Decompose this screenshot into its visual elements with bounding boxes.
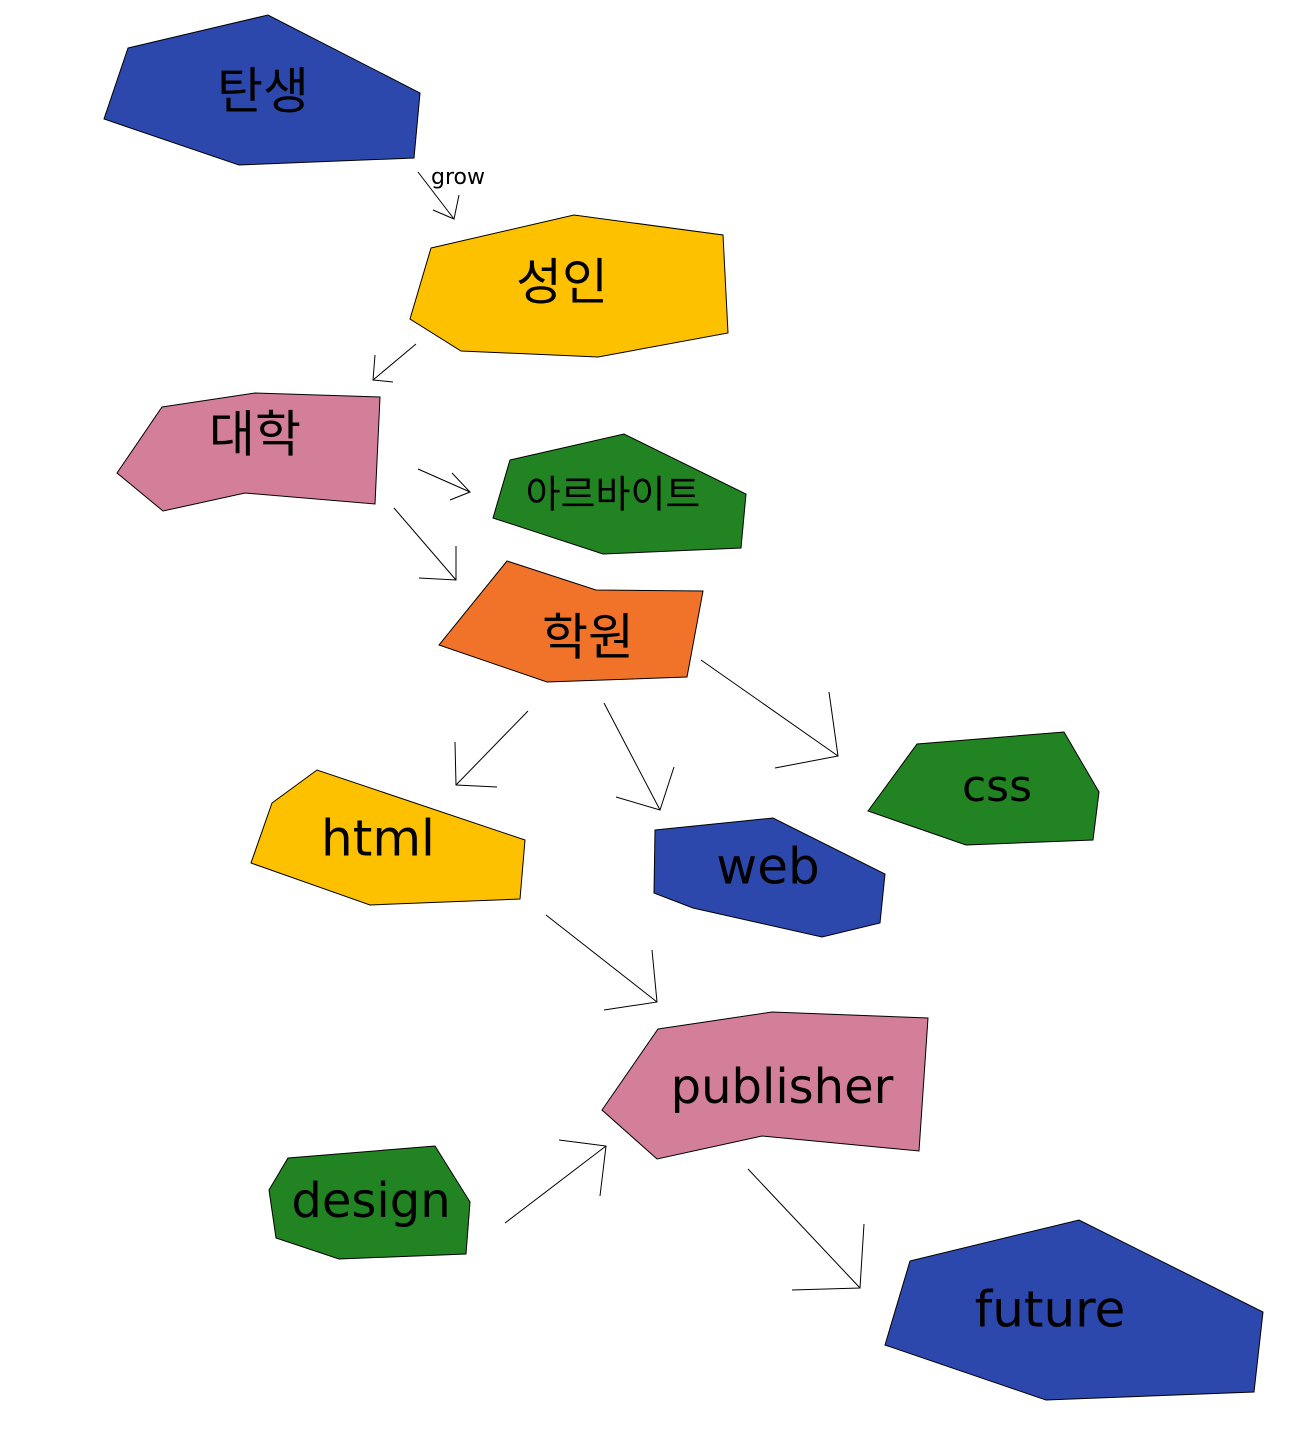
node-label: 대학 — [209, 406, 301, 464]
edge-university-to-academy — [393, 507, 457, 581]
arrowhead-icon — [454, 741, 498, 788]
node-birth: 탄생 — [103, 14, 421, 166]
arrowhead-icon — [774, 691, 839, 769]
node-future: future — [884, 1219, 1264, 1401]
edge-publisher-to-future — [747, 1168, 865, 1291]
node-web: web — [653, 817, 886, 938]
node-shape — [268, 1145, 471, 1260]
edge-academy-to-web — [603, 702, 675, 811]
node-label: web — [716, 838, 819, 896]
edge-line — [417, 468, 471, 493]
node-shape — [438, 560, 704, 683]
edge-birth-to-adult: grow — [417, 165, 485, 220]
arrowhead-icon — [791, 1223, 865, 1291]
node-label: 학원 — [542, 609, 634, 667]
node-publisher: publisher — [601, 1011, 929, 1160]
arrowhead-icon — [432, 194, 460, 220]
edge-line — [603, 702, 661, 811]
edge-adult-to-university — [372, 343, 417, 383]
edge-html-to-publisher — [545, 914, 658, 1011]
node-label: 성인 — [516, 254, 608, 312]
edge-line — [455, 710, 529, 786]
node-adult: 성인 — [409, 214, 729, 358]
edge-line — [417, 171, 455, 220]
node-label: future — [975, 1281, 1126, 1339]
node-label: css — [962, 761, 1032, 812]
node-shape — [492, 433, 747, 555]
edge-label: grow — [431, 165, 485, 190]
arrowhead-icon — [603, 949, 658, 1011]
node-shape — [867, 731, 1100, 846]
arrowhead-icon — [558, 1139, 607, 1197]
arrowhead-icon — [615, 766, 675, 811]
node-design: design — [268, 1145, 471, 1260]
node-shape — [653, 817, 886, 938]
arrowhead-icon — [372, 354, 394, 383]
node-academy: 학원 — [438, 560, 704, 683]
edge-academy-to-css — [700, 659, 839, 769]
node-label: 탄생 — [217, 63, 309, 121]
node-label: design — [291, 1173, 450, 1229]
node-shape — [116, 392, 381, 512]
arrowhead-icon — [418, 546, 457, 581]
edge-academy-to-html — [454, 710, 529, 788]
edge-line — [700, 659, 839, 757]
edge-line — [545, 914, 658, 1003]
node-html: html — [250, 769, 526, 906]
node-label: publisher — [671, 1059, 894, 1115]
node-shape — [601, 1011, 929, 1160]
node-parttime: 아르바이트 — [492, 433, 747, 555]
node-shape — [884, 1219, 1264, 1401]
edge-line — [504, 1145, 607, 1224]
node-university: 대학 — [116, 392, 381, 512]
edge-design-to-publisher — [504, 1139, 607, 1224]
node-label: 아르바이트 — [526, 473, 701, 517]
node-shape — [103, 14, 421, 166]
edge-line — [393, 507, 457, 581]
node-label: html — [321, 810, 435, 868]
edge-line — [372, 343, 417, 381]
node-shape — [250, 769, 526, 906]
edge-university-to-parttime — [417, 468, 471, 501]
edge-line — [747, 1168, 861, 1289]
arrowhead-icon — [449, 472, 471, 501]
node-css: css — [867, 731, 1100, 846]
node-shape — [409, 214, 729, 358]
